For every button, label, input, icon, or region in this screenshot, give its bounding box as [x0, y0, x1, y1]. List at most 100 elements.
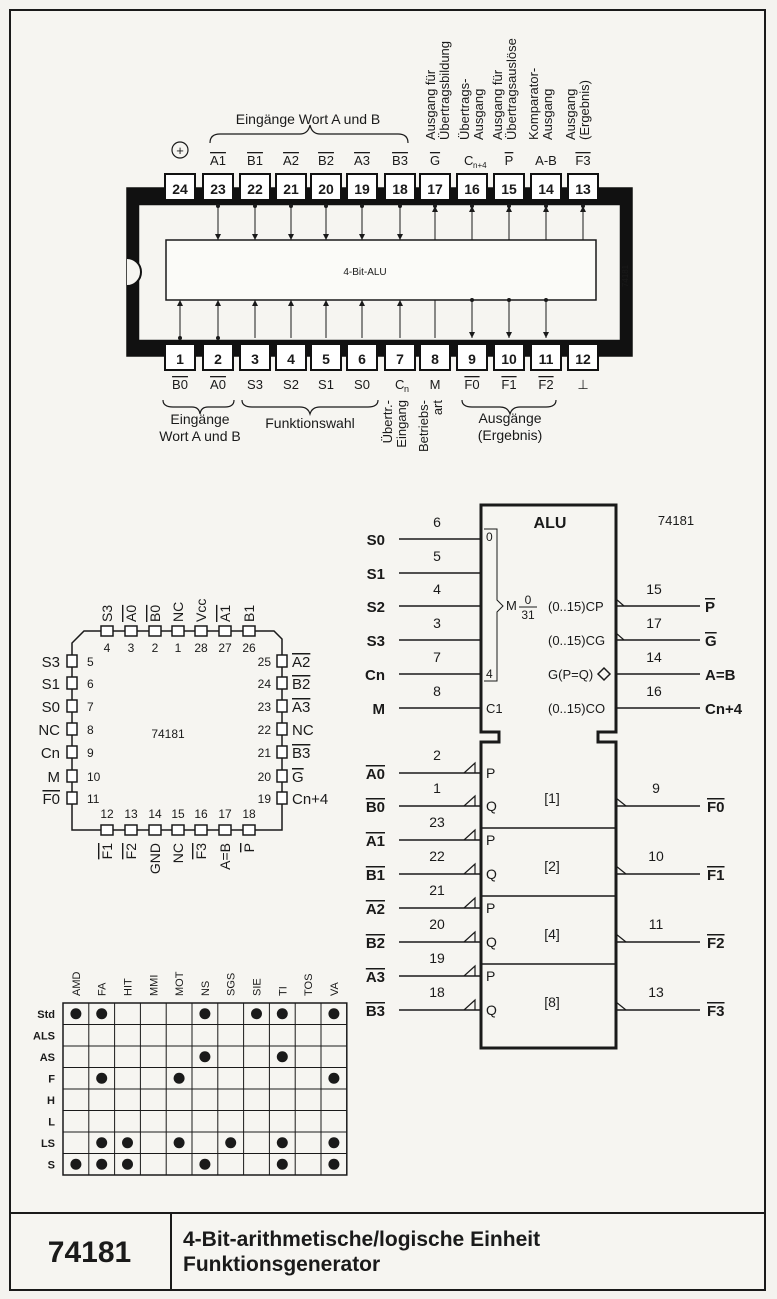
plcc-pad	[148, 824, 162, 836]
pin-number: 23	[429, 814, 445, 830]
pin-number: 9	[652, 780, 660, 796]
weight-label: [8]	[544, 994, 560, 1010]
availability-dot	[173, 1072, 185, 1084]
pin-number: 19	[258, 792, 272, 806]
pin-number: 3	[433, 615, 441, 631]
pin-number: 12	[575, 351, 591, 367]
pin-number: 19	[354, 181, 370, 197]
pin-name: P	[241, 843, 257, 852]
dip-pin-8	[419, 343, 451, 371]
pin-number: 21	[429, 882, 445, 898]
plcc-outline	[71, 630, 283, 831]
availability-dot	[276, 1158, 288, 1170]
arrow-down-icon	[469, 332, 475, 338]
alu-outline	[479, 503, 618, 1050]
pin-number: 15	[171, 807, 185, 821]
plcc-pad	[124, 824, 138, 836]
junction-dot	[544, 298, 548, 302]
pin-number: 10	[501, 351, 517, 367]
output-name: Cn+4	[705, 701, 743, 718]
pin-number: 9	[468, 351, 476, 367]
arrow-up-icon	[469, 206, 475, 212]
availability-dot	[199, 1051, 211, 1063]
mode-label: M	[506, 598, 517, 613]
pin-name: B2	[318, 153, 334, 168]
availability-dot	[251, 1008, 262, 1020]
junction-dot	[216, 204, 220, 208]
availability-dot	[96, 1008, 108, 1020]
pin-number: 13	[575, 181, 591, 197]
arrow-down-icon	[288, 234, 294, 240]
mode-index: 0	[486, 530, 493, 544]
family-label: F	[48, 1073, 55, 1085]
footer: 74181 4-Bit-arithmetische/logische Einhe…	[9, 1212, 766, 1291]
pin-name: C	[464, 153, 473, 168]
group-label: Ausgänge	[478, 410, 541, 426]
pin-number: 14	[646, 649, 662, 665]
pin-number: 8	[433, 683, 441, 699]
pin-number: 10	[648, 848, 664, 864]
pin-name: A1	[217, 605, 233, 622]
pin-name: S1	[318, 377, 334, 392]
family-label: S	[48, 1159, 55, 1171]
pin-number: 3	[251, 351, 259, 367]
negation-icon	[463, 998, 476, 1011]
pin-number: 1	[176, 351, 184, 367]
negation-icon	[463, 828, 476, 841]
plcc-pad	[276, 769, 288, 783]
availability-dot	[122, 1137, 133, 1149]
weight-label: [4]	[544, 926, 560, 942]
arrow-down-icon	[323, 234, 329, 240]
negation-icon	[463, 964, 476, 977]
pin-name: G	[430, 153, 440, 168]
output-name: G	[705, 633, 717, 650]
pin-name: A3	[354, 153, 370, 168]
negation-icon	[463, 794, 476, 807]
plcc-pad	[276, 676, 288, 690]
pin-number: 16	[464, 181, 480, 197]
junction-dot	[470, 298, 474, 302]
pin-name-sub: n+4	[473, 161, 487, 170]
pin-name: S2	[283, 377, 299, 392]
availability-dot	[328, 1008, 340, 1020]
output-function: G(P=Q)	[548, 667, 593, 682]
arrow-up-icon	[177, 300, 183, 306]
pin-number: 8	[87, 723, 94, 737]
q-label: Q	[486, 1002, 497, 1018]
input-name: A3	[366, 969, 385, 986]
input-name: A1	[366, 833, 385, 850]
mode-num: 0	[525, 593, 532, 607]
plcc-pad	[100, 824, 114, 836]
pin-name: M	[430, 377, 441, 392]
vertical-label: Übertrags-	[457, 79, 472, 140]
pin-number: 23	[258, 700, 272, 714]
pin-number: 15	[501, 181, 517, 197]
input-name: M	[373, 701, 386, 718]
pin-name: A2	[283, 153, 299, 168]
arrow-up-icon	[288, 300, 294, 306]
negation-icon	[615, 598, 625, 607]
pin-number: 27	[218, 641, 232, 655]
pin-name: NC	[292, 722, 314, 739]
vertical-label: (Ergebnis)	[577, 80, 592, 140]
weight-label: [1]	[544, 790, 560, 806]
pin-name: A3	[292, 699, 310, 716]
q-label: Q	[486, 866, 497, 882]
plcc-pad	[242, 625, 256, 637]
dip-pin-7	[384, 343, 416, 371]
pin-number: 11	[539, 351, 554, 367]
p-label: P	[486, 900, 495, 916]
plcc-pad	[218, 625, 232, 637]
output-name: F0	[707, 799, 725, 816]
availability-dot	[199, 1008, 211, 1020]
manufacturer-label: SIE	[252, 978, 264, 996]
pin-number: 16	[646, 683, 662, 699]
negation-icon	[615, 933, 627, 943]
pin-number: 11	[649, 916, 664, 932]
weight-label: [2]	[544, 858, 560, 874]
dip-pin-21	[275, 173, 307, 201]
dip-pin-19	[346, 173, 378, 201]
availability-dot	[96, 1137, 108, 1149]
pin-number: 26	[242, 641, 256, 655]
pin-number: 21	[283, 181, 299, 197]
